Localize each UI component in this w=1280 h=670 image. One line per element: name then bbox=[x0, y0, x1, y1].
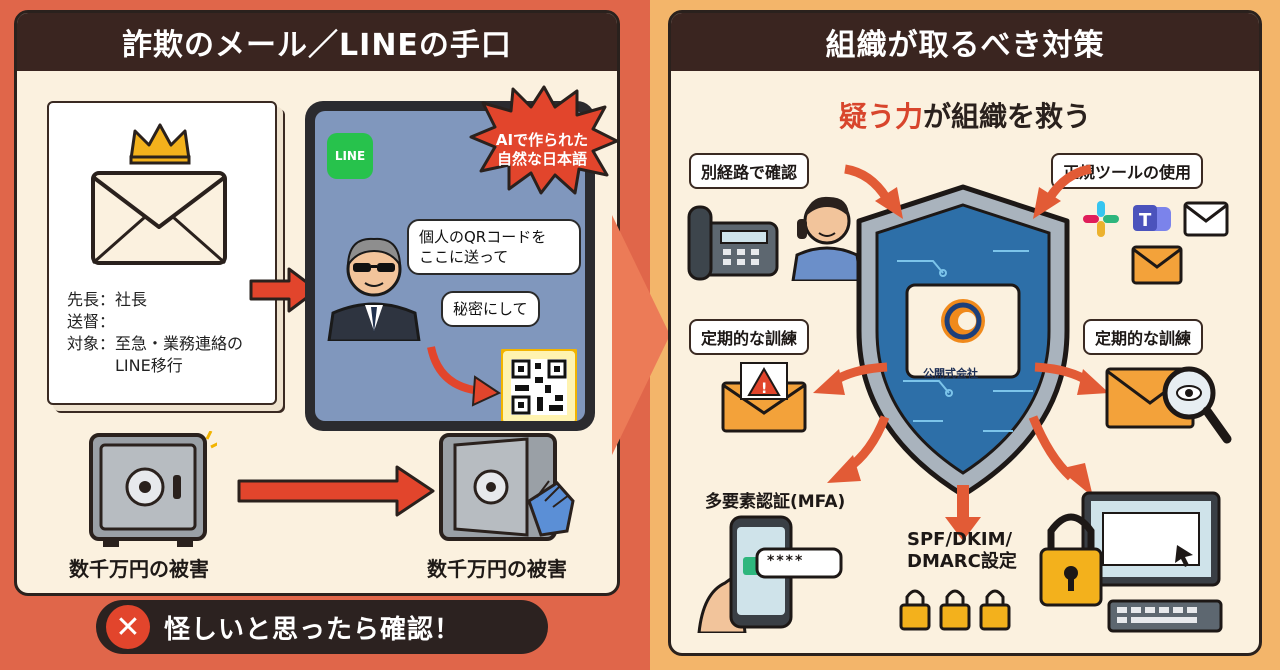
x-mark-icon: ✕ bbox=[106, 605, 150, 649]
envelope-icon bbox=[91, 171, 227, 265]
arrow-outward-icon bbox=[813, 362, 888, 395]
email-auth-label: SPF/DKIM/ DMARC設定 bbox=[907, 529, 1017, 573]
countermeasures-title: 組織が取るべき対策 bbox=[671, 13, 1259, 71]
warning-envelope-icon: ! bbox=[721, 362, 807, 433]
impersonator-avatar bbox=[327, 237, 421, 341]
scam-methods-panel: 詐欺のメール／LINEの手口 先長：社長 送督： 対象：至急・業務連絡の LIN… bbox=[14, 10, 620, 596]
computer-lock-icon bbox=[1039, 491, 1223, 633]
arrow-outward-icon bbox=[1028, 415, 1093, 497]
callout-line: 自然な日本語 bbox=[496, 150, 587, 168]
line-logo: LINE bbox=[327, 133, 373, 179]
desk-phone-icon bbox=[687, 205, 779, 281]
chat-bubble-qr-request: 個人のQRコードを ここに送って bbox=[407, 219, 581, 275]
pin-mask: **** bbox=[767, 553, 805, 569]
slack-icon bbox=[1083, 201, 1119, 237]
email-auth-line: DMARC設定 bbox=[907, 551, 1017, 572]
qr-code-icon bbox=[501, 349, 577, 421]
damage-label-left: 数千万円の被害 bbox=[69, 557, 209, 581]
official-tools-tag: 正規ツールの使用 bbox=[1051, 153, 1204, 189]
company-name: 公開式会社 bbox=[923, 367, 978, 380]
callout-line: AIで作られた bbox=[495, 131, 589, 149]
chat-bubble-secret: 秘密にして bbox=[441, 291, 540, 327]
crown-icon bbox=[129, 123, 191, 165]
chat-line: 個人のQRコードを bbox=[419, 228, 547, 246]
chat-line: ここに送って bbox=[419, 248, 509, 266]
padlocks-icon bbox=[899, 589, 1011, 631]
arrow-outward-icon bbox=[827, 415, 890, 483]
training-tag-left: 定期的な訓練 bbox=[689, 319, 810, 355]
svg-text:T: T bbox=[1139, 210, 1152, 231]
arrow-right-icon bbox=[237, 465, 435, 517]
arrow-inward-icon bbox=[844, 164, 903, 219]
subtitle-highlight: 疑う力 bbox=[838, 100, 923, 133]
countermeasures-panel: 組織が取るべき対策 疑う力が組織を救う 別経路で確認 正規ツールの使用 定期的な… bbox=[668, 10, 1262, 656]
starburst-icon bbox=[469, 85, 617, 195]
mfa-label: 多要素認証(MFA) bbox=[705, 492, 846, 512]
svg-text:!: ! bbox=[761, 381, 767, 397]
curved-arrow-icon bbox=[427, 346, 502, 407]
training-tag-right: 定期的な訓練 bbox=[1083, 319, 1204, 355]
email-header-fields: 先長：社長 送督： 対象：至急・業務連絡の LINE移行 bbox=[67, 289, 243, 377]
person-on-phone-icon bbox=[791, 196, 863, 281]
email-auth-line: SPF/DKIM/ bbox=[907, 529, 1013, 550]
countermeasures-subtitle: 疑う力が組織を救う bbox=[671, 95, 1259, 135]
mail-icon bbox=[1131, 245, 1183, 285]
fake-email-card: 先長：社長 送督： 対象：至急・業務連絡の LINE移行 bbox=[47, 101, 277, 405]
safe-icon bbox=[89, 431, 217, 547]
smartphone-mfa-icon bbox=[697, 515, 843, 633]
email-from: 先長：社長 bbox=[67, 290, 148, 309]
warning-banner: ✕ 怪しいと思ったら確認！ bbox=[96, 600, 548, 654]
email-cc: 送督： bbox=[67, 312, 116, 331]
scam-panel-title: 詐欺のメール／LINEの手口 bbox=[17, 13, 617, 71]
ai-japanese-callout: AIで作られた 自然な日本語 bbox=[487, 131, 597, 169]
damage-label-right: 数千万円の被害 bbox=[427, 557, 567, 581]
email-subject-cont: LINE移行 bbox=[115, 356, 183, 375]
teams-icon: T bbox=[1133, 205, 1171, 231]
email-subject: 対象：至急・業務連絡の bbox=[67, 334, 244, 353]
arrow-inward-icon bbox=[1033, 164, 1092, 219]
warning-text: 怪しいと思ったら確認！ bbox=[164, 614, 462, 645]
shield-icon bbox=[856, 184, 1070, 498]
transition-arrow bbox=[612, 215, 670, 455]
open-safe-icon bbox=[439, 433, 575, 541]
arrow-down-icon bbox=[945, 485, 981, 541]
mail-icon bbox=[1183, 201, 1229, 237]
arrow-outward-icon bbox=[1034, 362, 1109, 395]
arrow-right-icon bbox=[249, 267, 319, 313]
envelope-magnifier-icon bbox=[1105, 366, 1232, 444]
subtitle-rest: が組織を救う bbox=[923, 100, 1092, 133]
verify-other-channel-tag: 別経路で確認 bbox=[689, 153, 810, 189]
